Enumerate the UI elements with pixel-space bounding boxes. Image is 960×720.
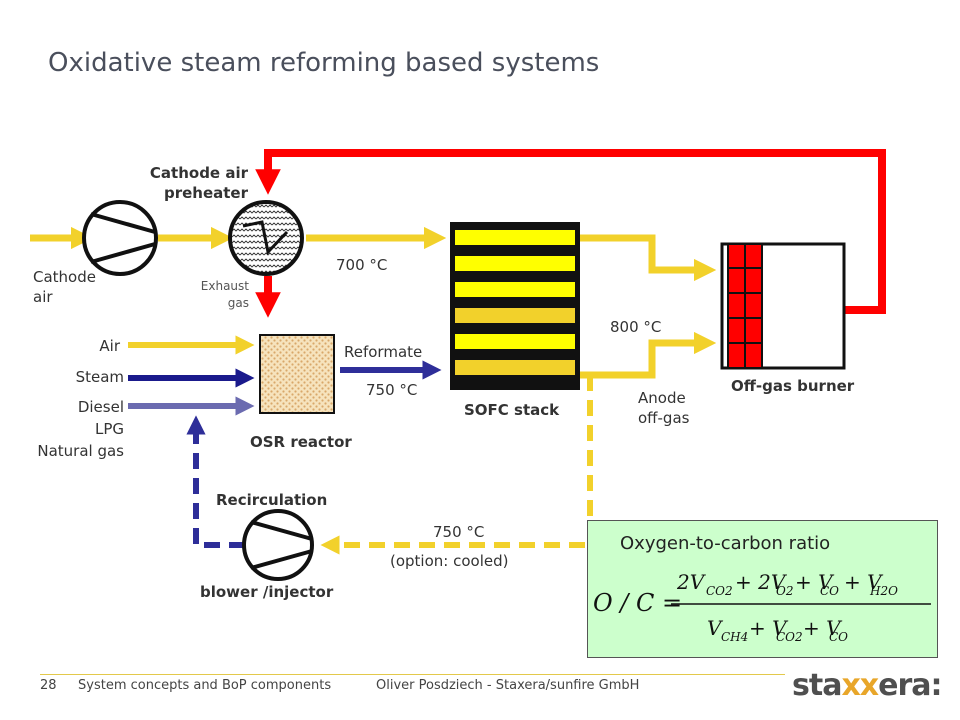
svg-text:CO: CO [820,584,839,598]
air-label: Air [99,337,120,355]
osr-reactor-icon [259,334,335,414]
burner-exhaust-loop [255,149,886,314]
offgas-burner-icon [720,242,846,370]
cathode-exhaust-to-burner-arrow [580,234,717,282]
sofc-stack-icon [450,222,580,390]
svg-text:CH4: CH4 [721,630,748,644]
temperature-800-label: 800 °C [610,318,662,336]
cathode-air-label-line1: Cathode [33,268,96,286]
svg-text:+ V: + V [844,570,884,594]
logo-part3: era [878,668,931,703]
recirculation-blower-icon [242,509,314,581]
logo-suffix: : [930,668,943,703]
anode-offgas-label-line1: Anode [638,389,686,407]
blower-injector-label: blower /injector [200,583,334,601]
anode-offgas-label-line2: off-gas [638,409,690,427]
page-number: 28 [40,678,57,693]
svg-text:+ V: + V [803,616,843,640]
svg-text:O2: O2 [776,584,793,598]
osr-reactor-label: OSR reactor [250,433,352,451]
anode-recirculation-line [320,375,593,555]
formula-lhs: O / C = [593,589,682,617]
cathode-air-preheater-icon [228,200,304,276]
exhaust-gas-label: Exhaust gas [180,278,249,312]
svg-text:2V: 2V [676,570,707,594]
temperature-750-recirc-label: 750 °C [433,523,485,541]
oxygen-to-carbon-formula-box [587,520,938,658]
exhaust-gas-label-line1: Exhaust [200,279,249,293]
formula-numerator: 2V CO2 + 2V O2 + V CO + V H2O [676,570,898,598]
staxera-logo: staxxera: [792,668,943,703]
svg-text:V: V [707,616,724,640]
svg-text:H2O: H2O [869,584,898,598]
offgas-burner-label: Off-gas burner [731,377,855,395]
svg-text:CO2: CO2 [706,584,733,598]
sofc-stack-label: SOFC stack [464,401,560,419]
footer-author: Oliver Posdziech - Staxera/sunfire GmbH [376,678,640,693]
svg-text:+ V: + V [749,616,789,640]
cathode-air-preheater-label: Cathode air preheater [120,163,248,203]
recirculation-label: Recirculation [216,491,328,509]
footer-divider [40,674,785,675]
anode-offgas-to-burner-arrow [580,331,717,379]
formula-heading: Oxygen-to-carbon ratio [620,533,831,554]
cathode-air-label: Cathode air [33,267,96,307]
svg-text:CO: CO [829,630,848,644]
preheater-label-line2: preheater [163,184,248,202]
natural-gas-label: Natural gas [37,442,124,460]
reformate-label: Reformate [344,343,423,361]
cathode-air-label-line2: air [33,288,53,306]
option-cooled-label: (option: cooled) [390,552,509,570]
exhaust-gas-label-line2: gas [227,296,249,310]
temperature-700-label: 700 °C [336,256,388,274]
svg-text:+ V: + V [795,570,835,594]
page-title: Oxidative steam reforming based systems [48,48,600,78]
formula-denominator: V CH4 + V CO2 + V CO [707,616,848,644]
diesel-label: Diesel [77,398,124,416]
preheater-label-line1: Cathode air [149,164,248,182]
recirculation-return-line [186,415,245,548]
cathode-air-compressor-icon [82,200,158,276]
svg-text:+ 2V: + 2V [735,570,788,594]
steam-label: Steam [75,368,124,386]
logo-part1: sta [792,668,842,703]
svg-text:CO2: CO2 [776,630,803,644]
formula-equation: O / C = 2V CO2 + 2V O2 + V CO + V H2O V … [593,570,931,644]
lpg-label: LPG [94,420,124,438]
footer-section-title: System concepts and BoP components [78,678,332,693]
anode-offgas-label: Anode off-gas [638,388,689,428]
logo-part2: xx [841,668,879,703]
temperature-750-reformate-label: 750 °C [366,381,418,399]
